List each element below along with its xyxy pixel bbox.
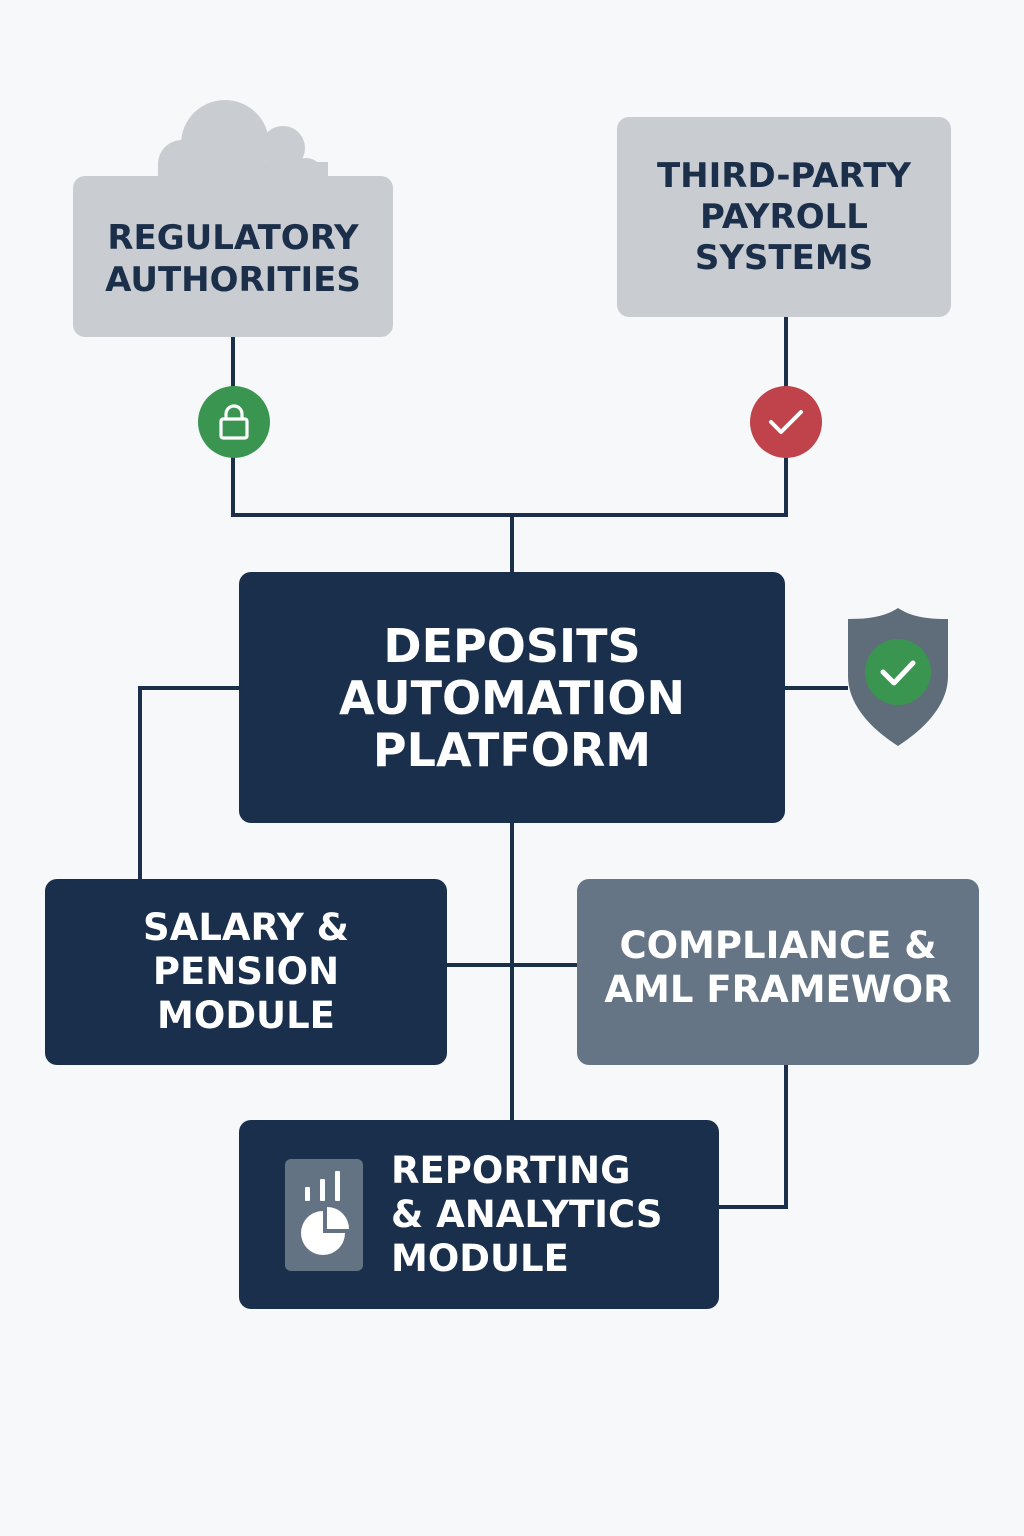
connector-payroll-to-bus	[512, 317, 788, 517]
third-party-payroll-node: THIRD-PARTY PAYROLL SYSTEMS	[617, 117, 951, 317]
connector-platform-to-salary	[138, 686, 239, 879]
lock-icon	[219, 404, 249, 440]
node-label-line: AUTHORITIES	[105, 259, 361, 300]
compliance-aml-framework-node: COMPLIANCE & AML FRAMEWOR	[577, 879, 979, 1065]
node-label-line: DEPOSITS	[383, 618, 641, 673]
node-label-line: SALARY &	[143, 906, 349, 949]
check-icon	[769, 410, 803, 434]
salary-pension-module-node: SALARY & PENSION MODULE	[45, 879, 447, 1065]
node-label-line: MODULE	[157, 994, 335, 1037]
reporting-analytics-module-node: REPORTING & ANALYTICS MODULE	[239, 1120, 719, 1309]
node-label-line: REGULATORY	[107, 217, 359, 258]
node-label-line: AML FRAMEWOR	[604, 968, 952, 1011]
node-label-line: SYSTEMS	[694, 237, 874, 278]
node-label-line: REPORTING	[391, 1148, 631, 1192]
node-label-line: & ANALYTICS	[391, 1192, 663, 1236]
check-badge	[750, 386, 822, 458]
node-label-line: PAYROLL	[700, 196, 868, 237]
deposits-automation-platform-node: DEPOSITS AUTOMATION PLATFORM	[239, 572, 785, 823]
node-label-line: PENSION	[152, 950, 340, 993]
regulatory-authorities-node: REGULATORY AUTHORITIES	[73, 176, 393, 337]
node-label-line: AUTOMATION	[339, 670, 685, 725]
connector-regulatory-to-bus	[231, 337, 512, 517]
node-label-line: THIRD-PARTY	[656, 155, 912, 196]
reporting-label: REPORTING & ANALYTICS MODULE	[391, 1149, 662, 1281]
chart-report-icon	[285, 1158, 363, 1271]
node-label-line: PLATFORM	[372, 722, 652, 777]
shield-check-icon	[848, 608, 948, 746]
node-label-line: MODULE	[391, 1236, 569, 1280]
connector-compliance-to-reporting	[719, 1065, 788, 1209]
node-label-line: COMPLIANCE &	[619, 924, 937, 967]
lock-badge	[198, 386, 270, 458]
